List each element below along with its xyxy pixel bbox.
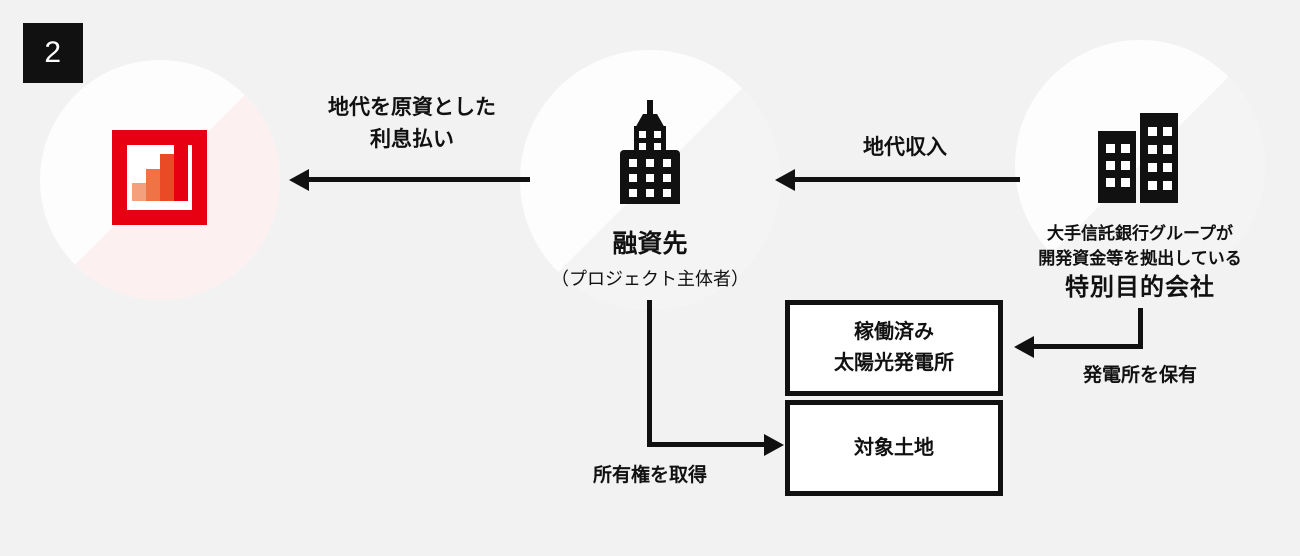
arrow-owns-plant-hline: [1033, 344, 1143, 349]
bar-chart-bar: [145, 168, 160, 201]
step-number-badge: 2: [23, 23, 83, 83]
arrow-interest-payment-label-line1: 地代を原資とした: [328, 96, 496, 119]
bar-chart-icon: [112, 130, 207, 225]
step-number-text: 2: [44, 36, 62, 69]
arrow-interest-payment-label: 地代を原資とした 利息払い: [262, 92, 562, 155]
borrower-subtitle: （プロジェクト主体者）: [551, 269, 749, 289]
spc-label-line1: 大手信託銀行グループが: [1047, 224, 1233, 243]
arrow-interest-payment-line: [308, 177, 530, 182]
spc-label-line2: 開発資金等を拠出している: [1038, 248, 1242, 268]
box-solar-plant-line1: 稼働済み: [854, 321, 934, 343]
bar-chart-bar: [173, 136, 188, 201]
arrow-rent-income-head: [775, 169, 795, 191]
arrow-acquires-ownership-vline: [647, 300, 652, 447]
bar-chart-bar: [159, 154, 174, 201]
spc-label-group: 大手信託銀行グループが 開発資金等を拠出している 特別目的会社: [990, 222, 1290, 306]
arrow-acquires-ownership-hline: [647, 442, 766, 447]
arrow-owns-plant-vline: [1138, 308, 1143, 344]
bar-chart-bars: [127, 136, 192, 201]
arrow-rent-income-label: 地代収入: [863, 136, 947, 159]
arrow-owns-plant-label: 発電所を保有: [1082, 365, 1197, 386]
spc-label-line3: 特別目的会社: [1065, 274, 1215, 302]
skyscraper-icon: [612, 100, 688, 204]
arrow-acquires-ownership-label: 所有権を取得: [592, 465, 707, 486]
box-target-land: 対象土地: [785, 400, 1003, 496]
bar-chart-bar: [131, 182, 146, 201]
arrow-interest-payment-label-line2: 利息払い: [370, 127, 454, 151]
arrow-interest-payment-head: [289, 169, 309, 191]
box-solar-plant-line2: 太陽光発電所: [834, 352, 954, 374]
box-solar-plant: 稼働済み 太陽光発電所: [785, 300, 1003, 396]
arrow-rent-income-line: [795, 177, 1020, 182]
borrower-title: 融資先: [612, 230, 688, 258]
arrow-acquires-ownership-head: [764, 434, 784, 456]
arrow-owns-plant-head: [1014, 336, 1034, 358]
box-target-land-line1: 対象土地: [854, 436, 934, 459]
office-buildings-icon: [1098, 113, 1182, 203]
